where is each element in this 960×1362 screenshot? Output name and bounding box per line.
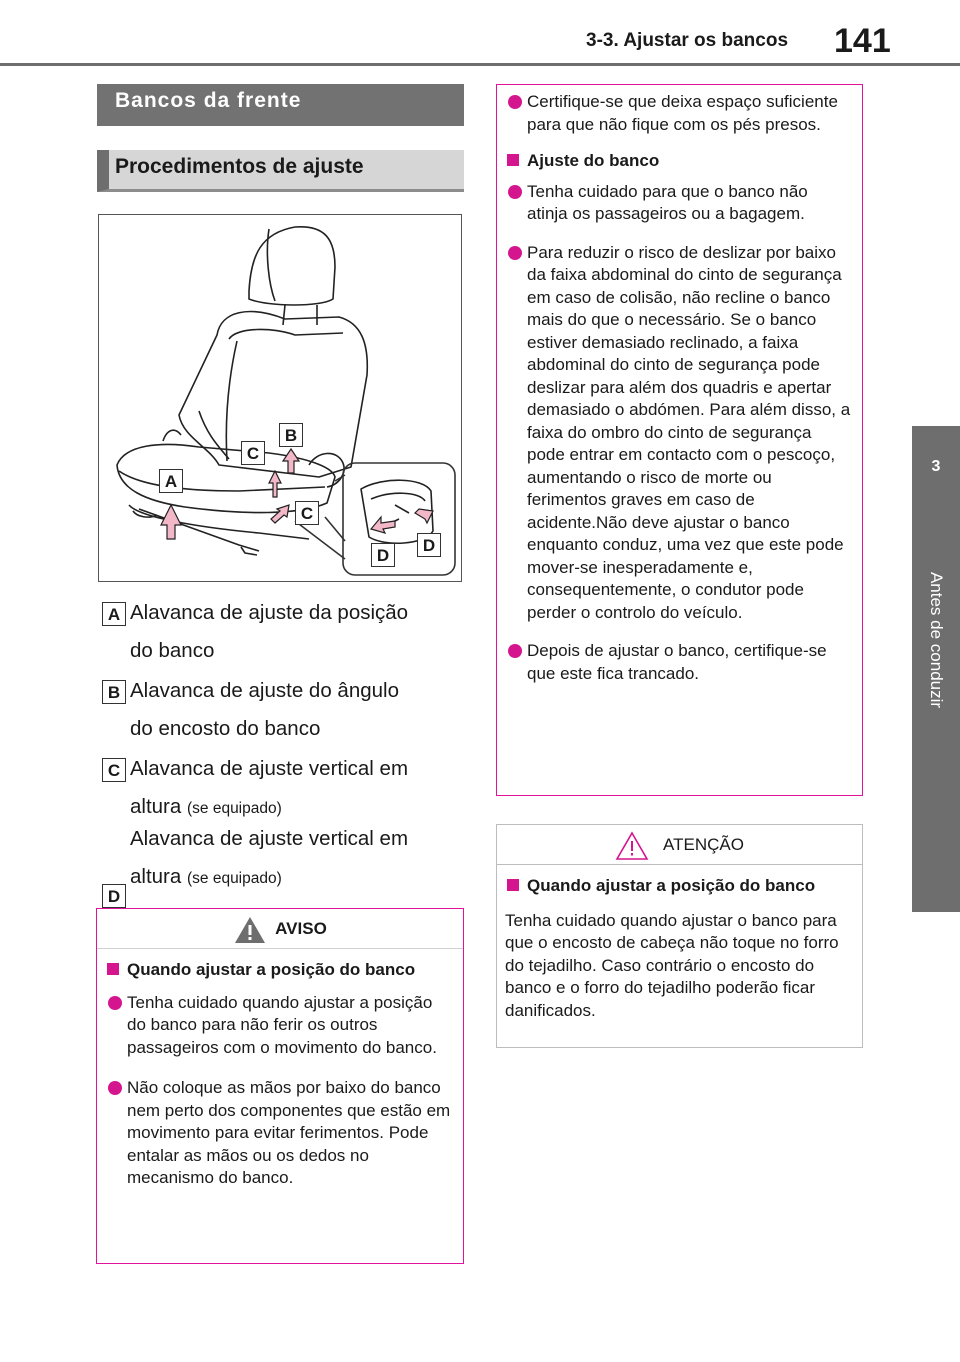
- legend-line: Alavanca de ajuste vertical em: [130, 827, 409, 850]
- figure-label-c-lower: C: [295, 501, 319, 525]
- section-title: Bancos da frente: [97, 84, 464, 126]
- caution-icon: [615, 830, 649, 860]
- legend-text: Alavanca de ajuste da posição do banco: [130, 594, 460, 670]
- legend-text: Alavanca de ajuste vertical em altura (s…: [130, 750, 460, 828]
- arrow-d-right: [414, 508, 434, 525]
- chapter-label: Antes de conduzir: [927, 571, 946, 709]
- backrest-outline: [178, 310, 369, 478]
- aviso-bullet: Tenha cuidado para que o banco não atinj…: [505, 181, 852, 226]
- page-number: 141: [834, 22, 891, 60]
- seat-drawing: [116, 226, 456, 576]
- legend-line-main: altura: [130, 865, 182, 888]
- legend-letter: C: [102, 758, 126, 782]
- aviso-heading: AVISO: [275, 919, 327, 938]
- arrow-c-lower: [270, 504, 290, 524]
- legend-text: Alavanca de ajuste vertical em altura (s…: [130, 820, 460, 898]
- arrow-a: [160, 503, 182, 540]
- cushion-outline: [116, 443, 336, 514]
- legend-letter: B: [102, 680, 126, 704]
- aviso-header: AVISO: [97, 909, 463, 949]
- legend-letter: A: [102, 602, 126, 626]
- legend-note: (se equipado): [186, 870, 282, 887]
- warning-icon: [235, 916, 266, 943]
- subsection-title: Procedimentos de ajuste: [97, 150, 464, 192]
- figure-label-d-left: D: [371, 543, 395, 567]
- chapter-number: 3: [931, 458, 941, 475]
- aviso-subheading: Quando ajustar a posição do banco: [105, 959, 453, 982]
- legend-line: Alavanca de ajuste do ângulo: [130, 679, 399, 702]
- legend-note: (se equipado): [186, 800, 282, 817]
- legend-letter: D: [102, 884, 126, 908]
- aviso-bullet: Para reduzir o risco de deslizar por bai…: [505, 242, 852, 625]
- legend-line: Alavanca de ajuste da posição: [130, 601, 409, 624]
- atencao-heading: ATENÇÃO: [663, 835, 744, 854]
- legend-line: do encosto do banco: [130, 717, 321, 740]
- aviso-cont-subheading: Ajuste do banco: [505, 150, 852, 173]
- aviso-box: AVISO Quando ajustar a posição do banco …: [96, 908, 464, 1264]
- aviso-bullet: Não coloque as mãos por baixo do banco n…: [105, 1077, 453, 1190]
- arrow-b: [281, 447, 301, 474]
- legend-line: altura (se equipado): [130, 788, 460, 828]
- figure-label-d-right: D: [417, 533, 441, 557]
- figure-label-a: A: [159, 469, 183, 493]
- figure-label-b: B: [279, 423, 303, 447]
- headrest-outline: [248, 226, 336, 306]
- legend-line-main: altura: [130, 795, 182, 818]
- legend-text: Alavanca de ajuste do ângulo do encosto …: [130, 672, 460, 748]
- atencao-subheading: Quando ajustar a posição do banco: [505, 875, 852, 898]
- seat-illustration: A B C C D D: [98, 214, 462, 582]
- header-title: 3-3. Ajustar os bancos: [586, 30, 789, 51]
- chapter-tab: [912, 426, 960, 912]
- atencao-text: Tenha cuidado quando ajustar o banco par…: [505, 910, 839, 1020]
- figure-label-c-upper: C: [241, 441, 265, 465]
- atencao-box: ATENÇÃO Quando ajustar a posição do banc…: [496, 824, 863, 1048]
- aviso-bullet: Depois de ajustar o banco, certifique-se…: [505, 640, 852, 685]
- arrow-d-left: [369, 515, 396, 534]
- inset-box: [342, 462, 456, 576]
- legend-line: Alavanca de ajuste vertical em: [130, 757, 409, 780]
- header-rule: [0, 63, 960, 66]
- legend-line: do banco: [130, 639, 215, 662]
- aviso-bullet: Certifique-se que deixa espaço suficient…: [505, 91, 852, 136]
- aviso-bullet: Tenha cuidado quando ajustar a posição d…: [105, 992, 453, 1060]
- arrow-c-upper: [268, 469, 282, 498]
- aviso-continuation-box: Certifique-se que deixa espaço suficient…: [496, 84, 863, 796]
- legend-line: altura (se equipado): [130, 858, 460, 898]
- atencao-header: ATENÇÃO: [497, 825, 862, 865]
